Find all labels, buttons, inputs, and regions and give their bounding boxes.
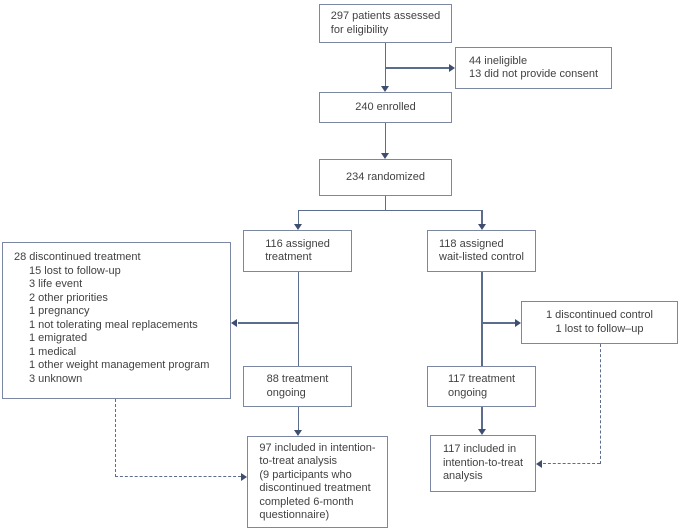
reason-item: 3 unknown xyxy=(29,372,83,385)
box-text-line: 118 assigned xyxy=(439,237,504,250)
box-itt-control: 117 included in intention-to-treat analy… xyxy=(430,435,536,492)
arrowhead-into-enrolled xyxy=(381,85,390,92)
connector-ongoing-to-itt-treatment xyxy=(297,407,300,430)
connector-treatment-to-ongoing xyxy=(297,272,300,366)
box-text: 118 assigned wait-listed control xyxy=(439,238,524,265)
connector-to-assigned-control xyxy=(481,210,483,225)
box-text: 44 ineligible 13 did not provide consent xyxy=(469,55,598,82)
box-text-line: discontinued treatment xyxy=(259,482,371,494)
box-text: 117 treatment ongoing xyxy=(448,373,515,400)
box-text: 116 assigned treatment xyxy=(265,238,330,265)
box-text-line: ongoing xyxy=(266,386,306,399)
box-text-line: 97 included in intention- xyxy=(259,441,376,454)
arrowhead-into-assigned-control xyxy=(477,223,486,230)
box-text: 88 treatment ongoing xyxy=(267,373,329,400)
arrowhead-into-discontinued-control xyxy=(514,319,521,327)
box-text-line: completed 6-month xyxy=(259,495,354,508)
box-assigned-control: 118 assigned wait-listed control xyxy=(427,230,536,272)
arrowhead-dashed-into-itt-control xyxy=(536,460,542,468)
reason-item: 1 not tolerating meal replacements xyxy=(29,318,198,331)
arrowhead-into-assigned-treatment xyxy=(294,223,303,230)
box-text-line: 117 included in xyxy=(442,443,517,456)
arrowhead-into-ineligible xyxy=(448,64,455,72)
box-text: 97 included in intention- to-treat analy… xyxy=(259,442,375,523)
connector-ongoing-to-itt-control xyxy=(481,407,483,429)
discontinued-treatment-reasons: 15 lost to follow-up 3 life event 2 othe… xyxy=(14,265,209,387)
reason-item: 1 other weight management program xyxy=(29,359,210,371)
box-text: 117 included in intention-to-treat analy… xyxy=(443,443,523,484)
box-text-line: (9 participants who xyxy=(259,468,352,481)
reason-item: 2 other priorities xyxy=(29,291,108,304)
dashed-connector-discontinued-control-to-itt xyxy=(543,463,600,465)
box-text: 240 enrolled xyxy=(355,101,416,115)
box-text-line: intention-to-treat xyxy=(442,456,524,469)
box-text-line: 44 ineligible xyxy=(468,54,528,67)
box-text-line: questionnaire) xyxy=(259,509,330,521)
box-text-line: wait-listed control xyxy=(439,251,524,263)
discontinued-treatment-title: 28 discontinued treatment xyxy=(14,251,141,263)
connector-to-discontinued-control xyxy=(482,322,515,324)
box-ineligible: 44 ineligible 13 did not provide consent xyxy=(455,47,612,89)
box-text-line: treatment xyxy=(265,251,312,263)
box-text: 297 patients assessed for eligibility xyxy=(331,10,440,37)
reason-item: 15 lost to follow-up xyxy=(29,264,121,277)
box-text-line: 1 discontinued control xyxy=(545,309,653,321)
connector-randomized-split xyxy=(297,209,483,211)
box-enrolled: 240 enrolled xyxy=(319,92,452,123)
connector-control-to-ongoing xyxy=(481,272,483,366)
reason-item: 3 life event xyxy=(29,278,83,290)
box-discontinued-treatment: 28 discontinued treatment 15 lost to fol… xyxy=(2,242,231,399)
connector-enrolled-to-randomized xyxy=(384,123,387,154)
box-text: 28 discontinued treatment 15 lost to fol… xyxy=(14,251,209,386)
box-control-ongoing: 117 treatment ongoing xyxy=(427,366,536,407)
box-itt-treatment: 97 included in intention- to-treat analy… xyxy=(247,436,388,528)
box-assessed-eligibility: 297 patients assessed for eligibility xyxy=(319,4,452,43)
box-assigned-treatment: 116 assigned treatment xyxy=(243,230,352,272)
box-text-line: 297 patients assessed xyxy=(330,10,441,22)
reason-item: 1 pregnancy xyxy=(29,305,90,317)
connector-to-assigned-treatment xyxy=(297,210,300,225)
box-text-line: 234 randomized xyxy=(346,170,425,183)
dashed-connector-discontinued-control-down xyxy=(599,344,601,464)
connector-randomized-stem xyxy=(384,196,387,211)
box-randomized: 234 randomized xyxy=(319,159,452,196)
box-text-line: 116 assigned xyxy=(265,237,330,250)
box-text-line: analysis xyxy=(442,470,483,483)
connector-to-ineligible xyxy=(385,67,449,69)
arrowhead-into-itt-control xyxy=(477,428,486,435)
reason-item: 1 emigrated xyxy=(29,332,88,344)
arrowhead-dashed-into-itt-treatment xyxy=(240,473,247,481)
connector-to-discontinued-treatment xyxy=(238,322,298,324)
box-text-line: 1 lost to follow–up xyxy=(555,322,644,335)
box-text-line: 240 enrolled xyxy=(355,100,416,113)
box-discontinued-control: 1 discontinued control 1 lost to follow–… xyxy=(521,301,678,344)
box-text-line: ongoing xyxy=(447,386,488,399)
box-treatment-ongoing: 88 treatment ongoing xyxy=(243,366,352,407)
box-text: 1 discontinued control 1 lost to follow–… xyxy=(546,309,653,336)
dashed-connector-discontinued-treatment-to-itt xyxy=(115,476,241,478)
connector-assessed-to-enrolled xyxy=(384,43,387,87)
reason-item: 1 medical xyxy=(29,345,77,358)
box-text: 234 randomized xyxy=(346,171,425,185)
dashed-connector-discontinued-treatment-down xyxy=(114,399,116,477)
box-text-line: to-treat analysis xyxy=(259,455,338,467)
arrowhead-into-randomized xyxy=(381,152,390,159)
box-text-line: 13 did not provide consent xyxy=(468,68,599,80)
box-text-line: 88 treatment xyxy=(266,373,329,385)
box-text-line: for eligibility xyxy=(330,23,389,36)
arrowhead-into-discontinued-treatment xyxy=(231,319,237,327)
arrowhead-into-itt-treatment xyxy=(294,429,303,436)
box-text-line: 117 treatment xyxy=(447,373,516,385)
